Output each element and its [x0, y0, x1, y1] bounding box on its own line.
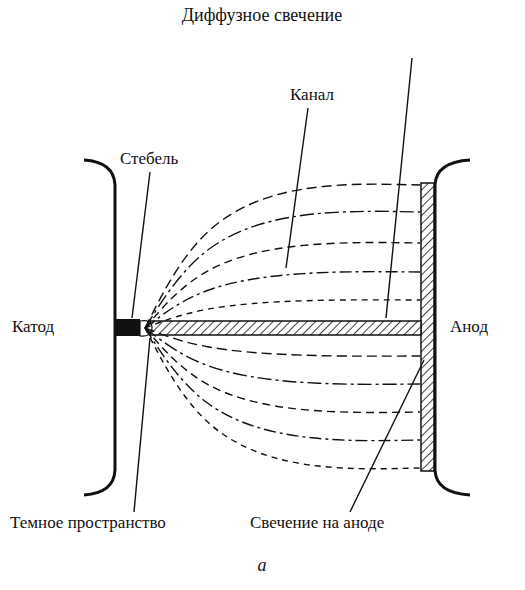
cathode-label: Катод	[10, 318, 56, 337]
glow-line	[145, 272, 420, 328]
stem	[115, 319, 140, 336]
discharge-channel	[150, 321, 421, 335]
leader-lines	[132, 58, 424, 512]
diffuse-glow-lines	[145, 184, 420, 469]
glow-line	[145, 184, 420, 328]
figure-letter: а	[256, 556, 269, 576]
channel-label: Канал	[288, 86, 336, 105]
glow-line	[145, 328, 420, 469]
dark-space-label: Темное пространство	[8, 514, 168, 533]
anode-label: Анод	[448, 318, 490, 337]
glow-line	[145, 328, 420, 412]
glow-line	[145, 328, 420, 441]
anode-glow	[421, 183, 434, 471]
glow-line	[145, 328, 420, 356]
glow-line	[145, 211, 420, 328]
diffuse-glow-label: Диффузное свечение	[180, 6, 344, 26]
glow-line	[145, 328, 420, 384]
glow-line	[145, 243, 420, 328]
stem-label: Стебель	[118, 150, 180, 169]
glow-line	[145, 300, 420, 328]
cathode-electrode	[84, 160, 115, 495]
anode-glow-label: Свечение на аноде	[248, 514, 386, 533]
